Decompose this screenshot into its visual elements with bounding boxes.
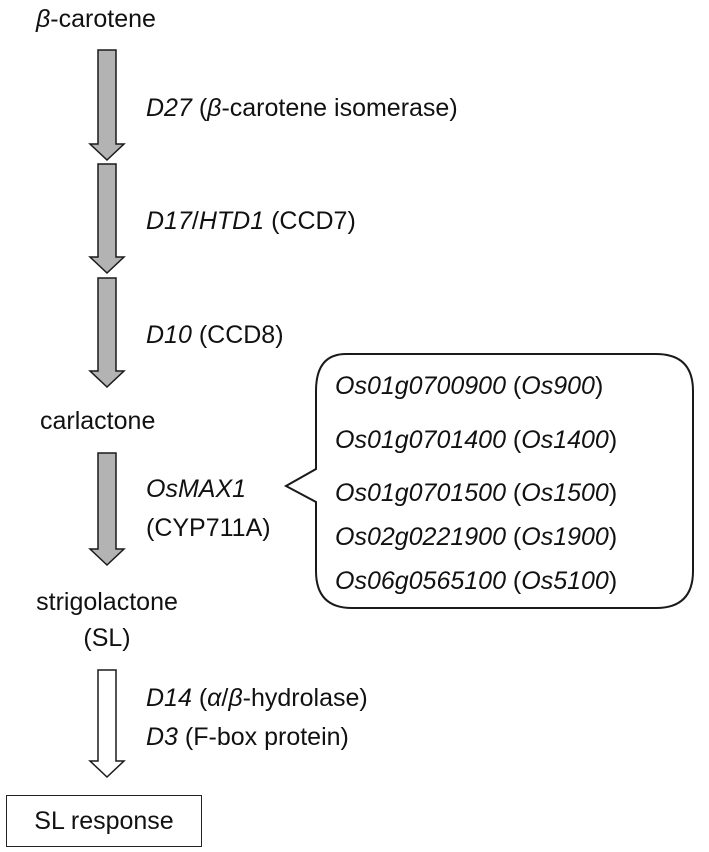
d17-slash: / — [191, 207, 199, 235]
paralog-short: Os5100 — [521, 567, 609, 595]
paralog-short: Os1400 — [521, 426, 609, 454]
d3-enzyme: (F-box protein) — [177, 723, 349, 751]
htd1-gene: HTD1 — [198, 207, 265, 235]
d14-enzyme: -hydrolase) — [242, 684, 368, 712]
arrow-d10 — [88, 277, 126, 389]
paralog-locus: Os01g0700900 — [335, 372, 506, 400]
d27-label: D27 (β-carotene isomerase) — [146, 93, 458, 123]
paralog-callout — [283, 353, 694, 609]
ccd7-enzyme: (CCD7) — [264, 207, 356, 235]
beta-carotene-text: -carotene — [50, 5, 156, 33]
d17-gene: D17 — [146, 207, 192, 235]
paralog-row: Os06g0565100 (Os5100) — [335, 567, 618, 595]
arrow-d14-d3 — [88, 669, 126, 779]
paralog-row: Os02g0221900 (Os1900) — [335, 523, 618, 551]
ccd8-enzyme: (CCD8) — [191, 321, 284, 349]
osmax1-gene: OsMAX1 — [146, 475, 247, 503]
d14-open: ( — [191, 684, 208, 712]
d10-gene: D10 — [146, 321, 192, 349]
paralog-short: Os900 — [521, 372, 595, 400]
paralog-short: Os1500 — [521, 479, 609, 507]
paralog-row: Os01g0701400 (Os1400) — [335, 426, 618, 454]
paralog-short: Os1900 — [521, 523, 609, 551]
paralog-locus: Os01g0701500 — [335, 479, 506, 507]
beta-carotene-label: β-carotene — [36, 4, 156, 34]
d27-beta: β — [207, 94, 222, 122]
d14-gene: D14 — [146, 684, 192, 712]
sl-response-box: SL response — [6, 795, 202, 847]
d27-gene: D27 — [146, 94, 192, 122]
sl-abbrev-label: (SL) — [83, 624, 131, 652]
d3-gene: D3 — [146, 723, 178, 751]
d14-alpha: α — [207, 684, 222, 712]
carlactone-label: carlactone — [40, 407, 156, 435]
paralog-locus: Os06g0565100 — [335, 567, 506, 595]
paralog-row: Os01g0701500 (Os1500) — [335, 479, 618, 507]
d10-label: D10 (CCD8) — [146, 320, 284, 350]
d3-label: D3 (F-box protein) — [146, 722, 349, 752]
arrow-d17 — [88, 163, 126, 275]
paralog-locus: Os01g0701400 — [335, 426, 506, 454]
arrow-osmax1 — [88, 452, 126, 567]
d14-label: D14 (α/β-hydrolase) — [146, 683, 368, 713]
paralog-row: Os01g0700900 (Os900) — [335, 372, 604, 400]
beta-symbol: β — [36, 5, 51, 33]
d27-enzyme: -carotene isomerase) — [221, 94, 458, 122]
d14-slash: / — [221, 684, 229, 712]
strigolactone-label: strigolactone — [36, 588, 178, 616]
arrow-d27 — [88, 49, 126, 162]
d17-htd1-label: D17/HTD1 (CCD7) — [146, 206, 356, 236]
paralog-locus: Os02g0221900 — [335, 523, 506, 551]
d14-beta: β — [228, 684, 243, 712]
cyp711a-enzyme: (CYP711A) — [146, 514, 271, 542]
sl-response-label: SL response — [34, 806, 174, 835]
d27-open: ( — [191, 94, 208, 122]
